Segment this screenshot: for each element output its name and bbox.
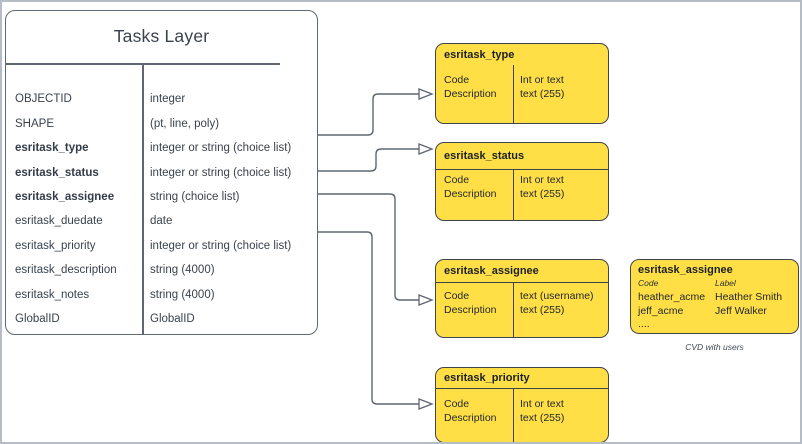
- domain-box-body: Code Description text (username) text (2…: [436, 283, 608, 337]
- field-type: string (choice list): [150, 190, 240, 203]
- domain-type-column: Int or text text (255): [514, 65, 608, 123]
- column-divider: [142, 63, 144, 334]
- domain-box-esritask-type: esritask_type Code Description Int or te…: [435, 43, 609, 124]
- field-rows: OBJECTID integer SHAPE (pt, line, poly) …: [6, 87, 317, 331]
- field-type: integer: [150, 93, 186, 106]
- connector-status: [317, 148, 419, 172]
- code-type: text (username): [520, 290, 594, 302]
- description-type: text (255): [520, 188, 565, 200]
- cvd-code-header: Code: [638, 278, 659, 288]
- field-name: GlobalID: [15, 313, 60, 326]
- field-row: OBJECTID integer: [6, 87, 317, 111]
- description-label: Description: [444, 304, 497, 316]
- cvd-caption: CVD with users: [685, 342, 744, 352]
- arrowhead-icon: [418, 294, 434, 306]
- field-row: esritask_status integer or string (choic…: [6, 160, 317, 184]
- field-type: date: [150, 215, 173, 228]
- domain-code-column: Code Description: [436, 65, 514, 123]
- field-name: esritask_duedate: [15, 215, 103, 228]
- field-name: esritask_notes: [15, 288, 90, 301]
- field-type: string (4000): [150, 288, 215, 301]
- connector-type: [317, 93, 419, 136]
- field-name: esritask_status: [15, 166, 99, 179]
- domain-box-body: Code Description Int or text text (255): [436, 170, 608, 220]
- domain-box-title: esritask_priority: [436, 368, 608, 389]
- arrowhead-icon: [418, 398, 434, 410]
- domain-box-esritask-priority: esritask_priority Code Description Int o…: [435, 367, 609, 442]
- field-type: integer or string (choice list): [150, 239, 292, 252]
- domain-box-title: esritask_assignee: [436, 260, 608, 283]
- field-type: integer or string (choice list): [150, 142, 292, 155]
- domain-box-title: esritask_type: [444, 48, 515, 61]
- field-row: esritask_description string (4000): [6, 258, 317, 282]
- field-type: GlobalID: [150, 313, 195, 326]
- description-type: text (255): [520, 88, 565, 100]
- code-type: Int or text: [520, 398, 564, 410]
- field-row: esritask_notes string (4000): [6, 283, 317, 307]
- description-label: Description: [444, 188, 497, 200]
- field-row: esritask_type integer or string (choice …: [6, 136, 317, 160]
- domain-box-esritask-status: esritask_status Code Description Int or …: [435, 142, 609, 221]
- domain-code-column: Code Description: [436, 283, 514, 337]
- field-row: SHAPE (pt, line, poly): [6, 111, 317, 135]
- field-name: esritask_priority: [15, 239, 96, 252]
- code-type: Int or text: [520, 74, 564, 86]
- field-row: GlobalID GlobalID: [6, 307, 317, 331]
- cvd-user-label: Jeff Walker: [715, 305, 767, 317]
- field-name: esritask_description: [15, 264, 117, 277]
- domain-code-column: Code Description: [436, 170, 514, 220]
- cvd-user-row: heather_acme Heather Smith: [638, 290, 798, 304]
- cvd-user-code: heather_acme: [638, 291, 706, 303]
- code-label: Code: [444, 398, 470, 410]
- domain-type-column: text (username) text (255): [514, 283, 608, 337]
- field-type: integer or string (choice list): [150, 166, 292, 179]
- description-label: Description: [444, 412, 497, 424]
- field-name: SHAPE: [15, 117, 54, 130]
- description-type: text (255): [520, 412, 565, 424]
- cvd-ellipsis: ....: [638, 318, 650, 330]
- table-title: Tasks Layer: [113, 25, 210, 46]
- code-label: Code: [444, 290, 470, 302]
- domain-box-body: Code Description Int or text text (255): [436, 389, 608, 442]
- field-row: esritask_assignee string (choice list): [6, 185, 317, 209]
- domain-type-column: Int or text text (255): [514, 389, 608, 442]
- cvd-user-code: jeff_acme: [638, 305, 684, 317]
- arrowhead-icon: [418, 143, 434, 155]
- domain-box-body: Code Description Int or text text (255): [436, 65, 608, 123]
- field-row: esritask_priority integer or string (cho…: [6, 234, 317, 258]
- cvd-label-header: Label: [715, 278, 736, 288]
- domain-box-esritask-assignee: esritask_assignee Code Description text …: [435, 259, 609, 338]
- field-name: esritask_type: [15, 142, 89, 155]
- tasks-layer-table: Tasks Layer OBJECTID integer SHAPE (pt, …: [5, 10, 318, 335]
- field-name: OBJECTID: [15, 93, 72, 106]
- connector-assignee: [317, 193, 419, 301]
- connector-priority: [317, 231, 419, 405]
- field-row: esritask_duedate date: [6, 209, 317, 233]
- field-name: esritask_assignee: [15, 190, 115, 203]
- description-type: text (255): [520, 304, 565, 316]
- code-type: Int or text: [520, 174, 564, 186]
- arrowhead-icon: [418, 88, 434, 100]
- code-label: Code: [444, 74, 470, 86]
- cvd-user-row: jeff_acme Jeff Walker: [638, 304, 798, 318]
- field-type: (pt, line, poly): [150, 117, 220, 130]
- field-type: string (4000): [150, 264, 215, 277]
- cvd-column-headers: Code Label: [638, 277, 798, 290]
- cvd-user-label: Heather Smith: [715, 291, 783, 303]
- domain-box-title: esritask_status: [436, 143, 608, 170]
- description-label: Description: [444, 88, 497, 100]
- domain-code-column: Code Description: [436, 389, 514, 442]
- code-label: Code: [444, 174, 470, 186]
- cvd-users-box: esritask_assignee Code Label heather_acm…: [630, 259, 799, 334]
- domain-type-column: Int or text text (255): [514, 170, 608, 220]
- cvd-box-title: esritask_assignee: [638, 264, 733, 276]
